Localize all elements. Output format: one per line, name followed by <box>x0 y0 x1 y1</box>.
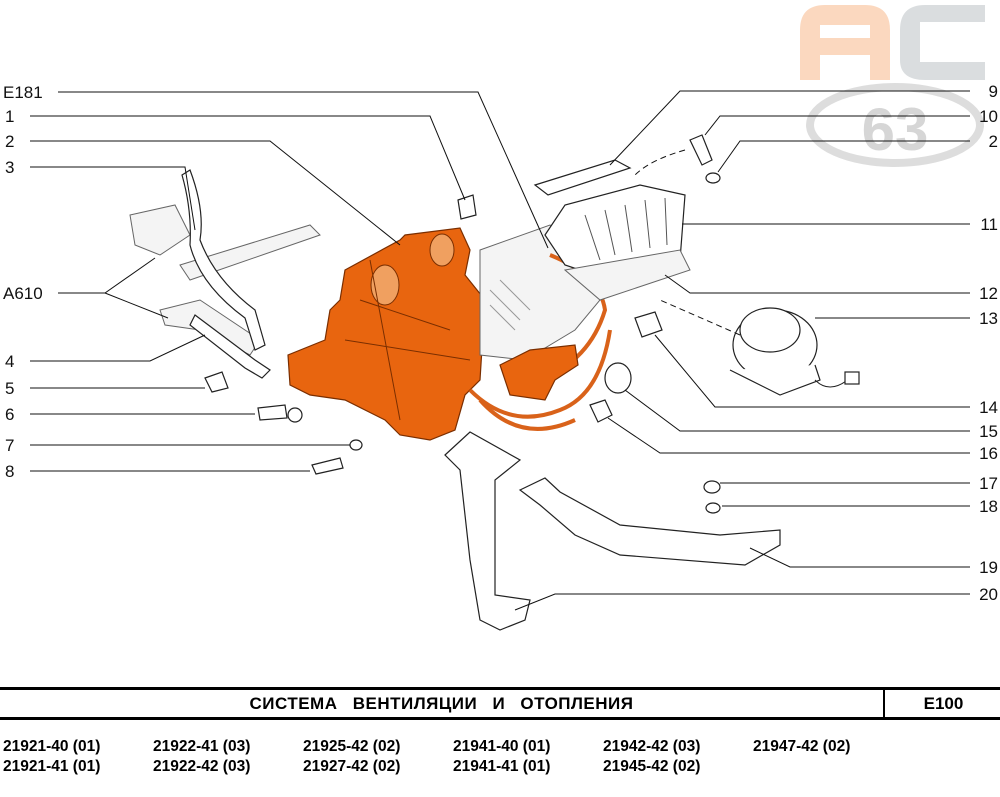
model-code: 21947-42 (02) <box>753 738 851 755</box>
blower-housing <box>544 184 691 301</box>
label: 12 <box>979 284 998 303</box>
labels-right: 9 10 2 11 12 13 14 15 16 17 18 19 20 <box>979 82 998 604</box>
label: 14 <box>979 398 998 417</box>
section-title: СИСТЕМА ВЕНТИЛЯЦИИ И ОТОПЛЕНИЯ <box>0 690 885 717</box>
model-list: 21921-40 (01) 21922-41 (03) 21925-42 (02… <box>3 738 993 776</box>
nut <box>705 172 721 184</box>
model-code: 21941-40 (01) <box>453 738 551 755</box>
label: 17 <box>979 474 998 493</box>
model-code: 21925-42 (02) <box>303 738 401 755</box>
label: 3 <box>5 158 14 177</box>
footer-title-bar: СИСТЕМА ВЕНТИЛЯЦИИ И ОТОПЛЕНИЯ E100 <box>0 687 1000 720</box>
blower-motor <box>729 307 860 396</box>
pipe-assembly-a610 <box>129 169 321 379</box>
label: 2 <box>5 132 14 151</box>
heater-housing <box>287 227 486 441</box>
control-cables <box>468 253 612 431</box>
label: 7 <box>5 436 14 455</box>
model-code: 21942-42 (03) <box>603 738 701 755</box>
label: E181 <box>3 83 43 102</box>
label: 6 <box>5 405 14 424</box>
logo-watermark: 63 <box>800 5 985 167</box>
bolt-6 <box>257 404 288 421</box>
model-code: 21922-42 (03) <box>153 758 251 775</box>
nut-18 <box>705 502 721 514</box>
label: 19 <box>979 558 998 577</box>
label: 5 <box>5 379 14 398</box>
label: 13 <box>979 309 998 328</box>
clip-1 <box>457 194 477 220</box>
label: 8 <box>5 462 14 481</box>
label: 11 <box>980 215 998 234</box>
label: 4 <box>5 352 14 371</box>
label: 10 <box>979 107 998 126</box>
cabin-filter <box>533 159 632 196</box>
cap-15 <box>604 362 632 394</box>
section-code: E100 <box>923 694 964 713</box>
washer-6 <box>287 407 303 423</box>
model-code: 21927-42 (02) <box>303 758 401 775</box>
label: 18 <box>979 497 998 516</box>
model-code: 21941-41 (01) <box>453 758 551 775</box>
nut-17 <box>703 480 721 494</box>
model-code: 21921-40 (01) <box>3 738 101 755</box>
labels-left: E181 1 2 3 A610 4 5 6 7 8 <box>3 83 43 481</box>
label: 1 <box>5 107 14 126</box>
parts-diagram: 63 <box>3 5 998 631</box>
label: 2 <box>989 132 998 151</box>
leader-lines <box>30 90 970 611</box>
washer-7 <box>349 439 363 451</box>
floor-duct-19 <box>518 477 781 566</box>
label: 9 <box>989 82 998 101</box>
knob-16 <box>589 399 613 423</box>
clip-5 <box>204 371 229 393</box>
model-code: 21945-42 (02) <box>603 758 701 775</box>
model-code: 21922-41 (03) <box>153 738 251 755</box>
floor-duct-20 <box>444 431 531 631</box>
bracket-14 <box>634 311 663 338</box>
label: 15 <box>979 422 998 441</box>
screw-8 <box>311 457 344 475</box>
svg-text:63: 63 <box>862 96 929 163</box>
label: 20 <box>979 585 998 604</box>
model-code: 21921-41 (01) <box>3 758 101 775</box>
screw <box>689 134 713 166</box>
label: 16 <box>979 444 998 463</box>
label: A610 <box>3 284 43 303</box>
